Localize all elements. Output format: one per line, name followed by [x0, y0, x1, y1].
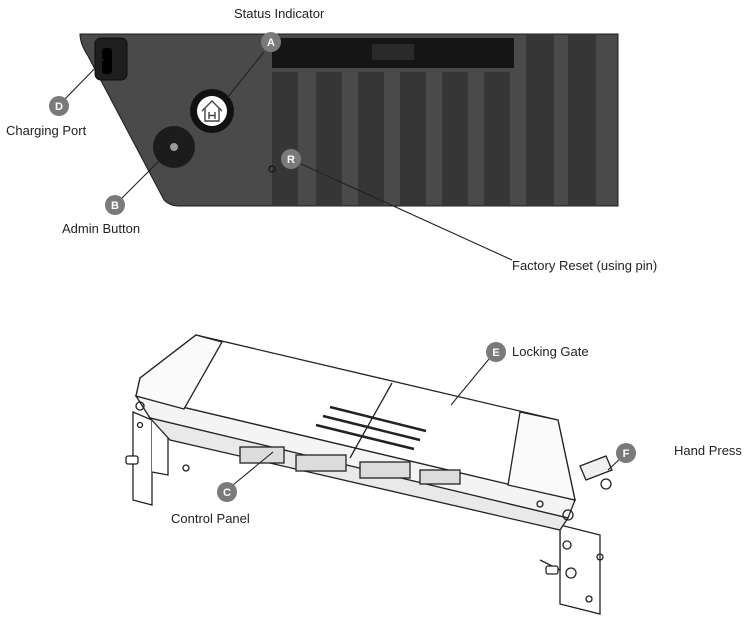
grip-lines [315, 405, 427, 451]
charging-port-label: Charging Port [6, 123, 87, 138]
right-cap [507, 411, 576, 501]
gate-front-face [148, 416, 570, 531]
marker-d: D [49, 96, 69, 116]
marker-b: B [105, 195, 125, 215]
factory-reset-pinhole [268, 165, 276, 173]
hand-press-lever [579, 455, 613, 481]
marker-a: A [261, 32, 281, 52]
status-indicator-label: Status Indicator [234, 6, 325, 21]
control-panel-label: Control Panel [171, 511, 250, 526]
svg-text:E: E [492, 347, 499, 359]
left-cap [135, 334, 223, 410]
svg-text:D: D [55, 101, 63, 113]
svg-text:B: B [111, 200, 119, 212]
marker-c: C [217, 482, 237, 502]
marker-f: F [616, 443, 636, 463]
marker-r: R [281, 149, 301, 169]
marker-e: E [486, 342, 506, 362]
control-panel-module [239, 446, 285, 464]
svg-text:C: C [223, 487, 231, 499]
locking-gate-label: Locking Gate [512, 344, 589, 359]
svg-text:F: F [623, 448, 630, 460]
charging-port-plug [102, 48, 112, 74]
control-panel-closeup [79, 33, 619, 207]
right-bracket [559, 524, 601, 615]
svg-text:R: R [287, 154, 295, 166]
admin-button-label: Admin Button [62, 221, 140, 236]
top-bar-connector [372, 44, 414, 60]
leader-lines-top [62, 51, 513, 261]
right-bolt [545, 565, 559, 575]
left-bolt [125, 455, 139, 465]
panel-vents [272, 34, 596, 206]
left-bracket [132, 411, 153, 506]
device-assembly [125, 334, 613, 615]
house-h-icon [201, 100, 223, 122]
factory-reset-label: Factory Reset (using pin) [512, 258, 657, 273]
admin-button-dot [170, 143, 178, 151]
hand-press-label: Hand Press [674, 443, 742, 458]
panel-housing [79, 33, 619, 207]
svg-text:A: A [267, 37, 275, 49]
